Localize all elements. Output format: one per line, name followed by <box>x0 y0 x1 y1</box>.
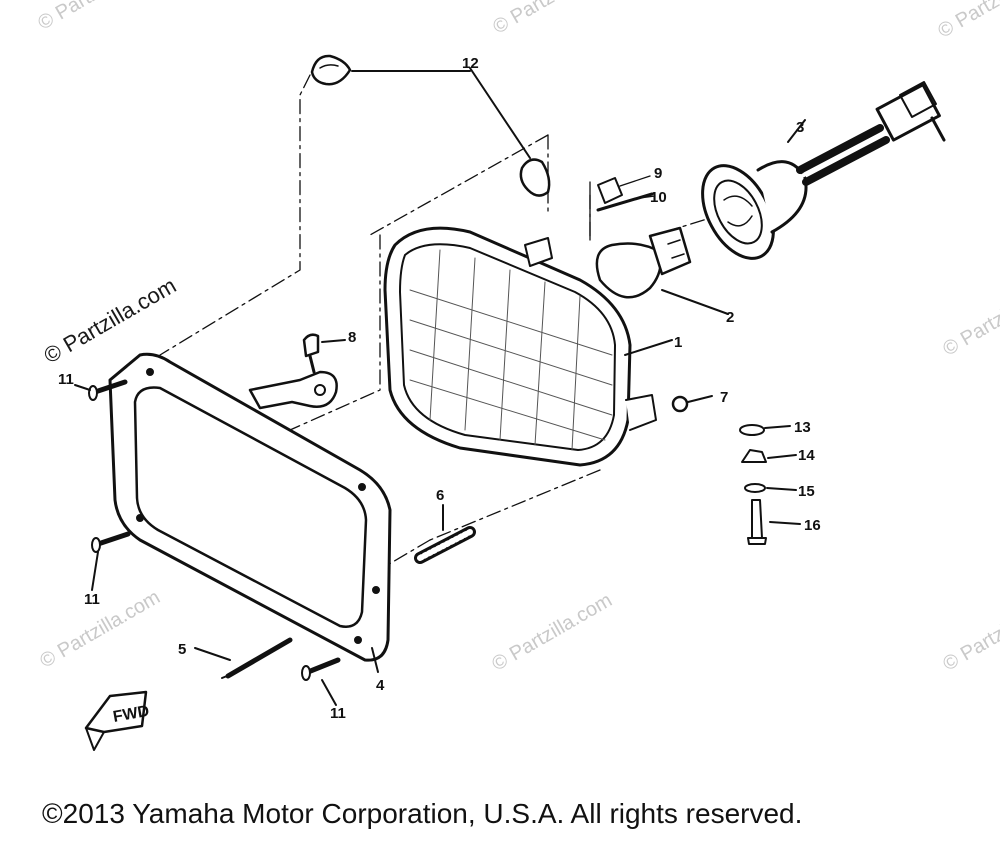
callout-16: 16 <box>804 517 821 534</box>
screw-part-11 <box>74 379 341 706</box>
callout-2: 2 <box>726 309 734 326</box>
nut-part-7 <box>671 395 713 413</box>
callout-7: 7 <box>720 389 728 406</box>
callout-12: 12 <box>462 55 479 72</box>
callout-4: 4 <box>376 677 385 694</box>
headlight-lens-part-1 <box>383 226 673 467</box>
headlight-rim-part-4 <box>108 352 392 673</box>
callout-1: 1 <box>674 334 682 351</box>
copyright-notice: ©2013 Yamaha Motor Corporation, U.S.A. A… <box>42 798 803 829</box>
callout-13: 13 <box>794 419 811 436</box>
callout-3: 3 <box>796 119 804 136</box>
callout-9: 9 <box>654 165 662 182</box>
callout-6: 6 <box>436 487 444 504</box>
callout-8: 8 <box>348 329 356 346</box>
fwd-label: FWD <box>112 703 151 726</box>
bracket-part-8 <box>248 333 346 410</box>
callout-11-bottom: 11 <box>330 705 346 722</box>
grommet-part-12 <box>310 54 551 197</box>
callout-14: 14 <box>798 447 815 464</box>
clip-part-9-10 <box>589 175 656 241</box>
callout-10: 10 <box>650 189 667 206</box>
spring-part-6 <box>414 504 476 564</box>
callout-15: 15 <box>798 483 815 500</box>
bulb-part-2 <box>595 226 729 315</box>
callout-5: 5 <box>178 641 186 658</box>
fasteners-part-13-16 <box>739 424 801 545</box>
forward-arrow-icon <box>84 690 148 751</box>
headlight-exploded-view: 12 3 9 10 2 1 8 7 11 13 14 15 16 6 11 5 … <box>58 54 946 751</box>
socket-assembly-part-3 <box>701 81 946 260</box>
adjust-screw-part-5 <box>194 637 293 679</box>
callout-11-left: 11 <box>84 591 100 608</box>
callout-11-top: 11 <box>58 371 74 388</box>
